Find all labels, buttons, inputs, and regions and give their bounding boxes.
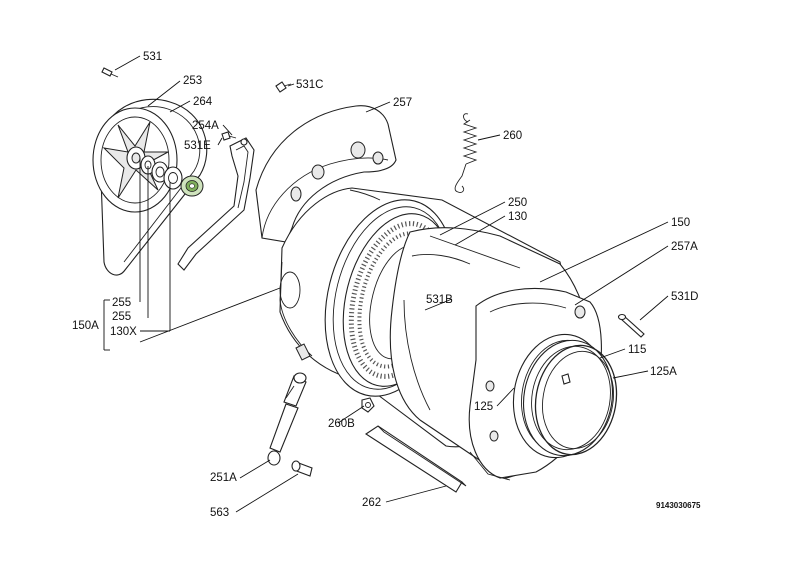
seal-clamp-ring (534, 344, 618, 456)
callout-labels: 531 253 264 254A 531E 531C 257 260 250 1… (72, 51, 701, 519)
tub-strip (364, 425, 467, 493)
callout-260B: 260B (328, 418, 355, 430)
screw-531 (101, 67, 119, 78)
callout-115: 115 (628, 344, 646, 356)
callout-254A: 254A (192, 120, 219, 132)
callout-150A: 150A (72, 320, 99, 332)
callout-150: 150 (671, 217, 690, 229)
callout-531D: 531D (671, 291, 699, 303)
drum-bearing (180, 175, 204, 197)
drum-pulley (92, 107, 178, 213)
callout-531E: 531E (184, 140, 211, 152)
callout-257: 257 (393, 97, 412, 109)
callout-257A: 257A (671, 241, 698, 253)
callout-125A: 125A (650, 366, 677, 378)
callout-264: 264 (193, 96, 213, 108)
support-bracket (177, 137, 255, 271)
callout-253: 253 (183, 75, 202, 87)
callout-563: 563 (210, 507, 229, 519)
callout-531B: 531B (426, 294, 453, 306)
drawing-code: 9143030675 (656, 501, 701, 510)
callout-251A: 251A (210, 472, 237, 484)
callout-125: 125 (474, 401, 493, 413)
screw-531E (221, 131, 237, 141)
callout-130X: 130X (110, 326, 137, 338)
shock-pin (291, 460, 313, 477)
leader-lines (103, 55, 669, 513)
callout-531C: 531C (296, 79, 324, 91)
clip-260B (361, 397, 375, 413)
callout-255-lower: 255 (112, 311, 131, 323)
callout-262: 262 (362, 497, 381, 509)
callout-260: 260 (503, 130, 522, 142)
callout-255-upper: 255 (112, 297, 131, 309)
callout-130: 130 (508, 211, 527, 223)
screw-531D (617, 313, 645, 338)
suspension-spring (454, 113, 478, 193)
screw-531C (275, 81, 292, 93)
rear-counterweight (255, 105, 397, 243)
shock-absorber (267, 372, 307, 466)
callout-531: 531 (143, 51, 162, 63)
callout-250: 250 (508, 197, 527, 209)
